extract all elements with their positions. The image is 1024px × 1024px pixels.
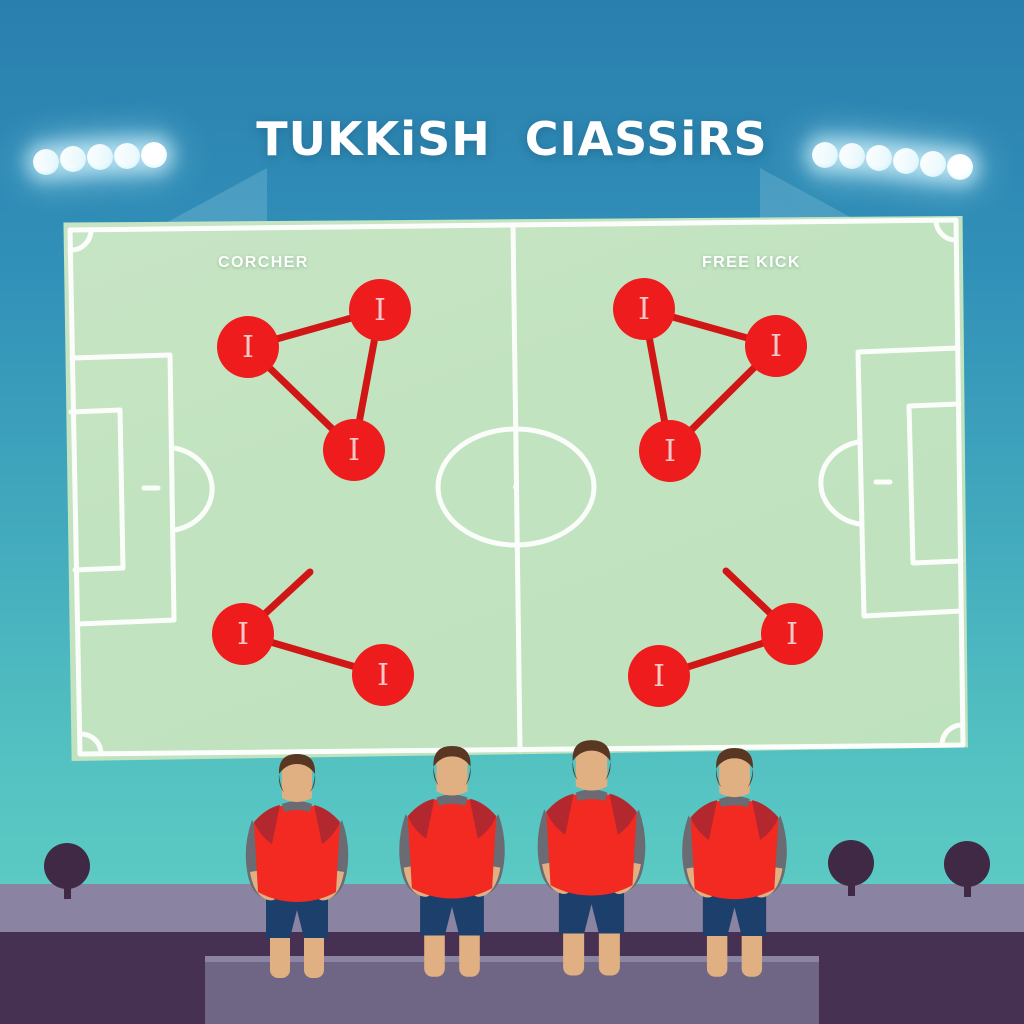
player-marker[interactable] [217,316,279,378]
floodlight-lamp-left-2 [60,146,86,172]
title-word-2: CIASSiRS [524,112,768,166]
coach-head [715,748,754,798]
tree-canopy [44,843,90,889]
player-marker-glyph: I [653,659,665,694]
floodlight-lamp-right-1 [812,142,838,168]
player-marker[interactable] [761,603,823,665]
tree-2 [828,840,874,896]
coach-2 [385,744,519,986]
coach-4 [668,746,801,986]
page-title: TUKKiSH CIASSiRS [0,112,1024,166]
player-marker[interactable] [349,279,411,341]
marker-group-top-right-triangle: I I I [613,278,807,482]
coach-head [572,740,611,791]
floodlight-lamp-right-3 [866,145,892,171]
floodlight-lamp-left-4 [114,143,140,169]
zone-label-right: FREE KICK [702,254,801,271]
title-word-1: TUKKiSH [256,112,491,166]
player-marker-glyph: I [348,433,360,468]
tree-canopy [828,840,874,886]
marker-group-bottom-left-pair: II [212,568,414,706]
player-marker[interactable] [352,644,414,706]
player-marker-glyph: I [638,292,650,327]
player-marker-glyph: I [377,658,389,693]
player-marker[interactable] [628,645,690,707]
player-marker[interactable] [639,420,701,482]
tree-trunk [963,881,971,897]
coach-jersey [254,801,340,902]
pitch-markings [58,216,968,761]
marker-group-bottom-right-pair: II [628,567,823,707]
player-marker[interactable] [745,315,807,377]
tree-3 [944,841,990,897]
player-marker[interactable] [323,419,385,481]
floodlight-lamp-left-3 [87,144,113,170]
tree-canopy [944,841,990,887]
floodlight-lamp-right-4 [893,148,919,174]
coach-1 [232,752,362,987]
coach-3 [523,738,660,985]
player-marker[interactable] [212,603,274,665]
floodlight-lamp-right-5 [920,151,946,177]
zone-label-left: CORCHER [218,254,309,271]
podium-top-edge [205,956,819,965]
floodlight-lamp-right-6 [947,154,973,180]
coach-head [433,746,471,796]
floodlight-lamp-left-5 [141,142,167,168]
player-marker-glyph: I [770,329,782,364]
coach-jersey [407,794,497,899]
floodlight-lamp-left-1 [33,149,59,175]
coach-jersey [690,796,779,900]
marker-group-top-left-triangle: I I I [217,279,411,481]
coach-jersey [546,789,637,896]
tree-trunk [847,880,855,896]
player-marker-glyph: I [374,293,386,328]
tree-trunk [63,883,71,899]
player-marker[interactable] [613,278,675,340]
player-marker-glyph: I [786,617,798,652]
coach-head [278,754,316,802]
player-marker-glyph: I [242,330,254,365]
floodlight-lamp-right-2 [839,143,865,169]
player-marker-glyph: I [664,434,676,469]
tree-1 [44,843,90,899]
player-marker-glyph: I [237,617,249,652]
